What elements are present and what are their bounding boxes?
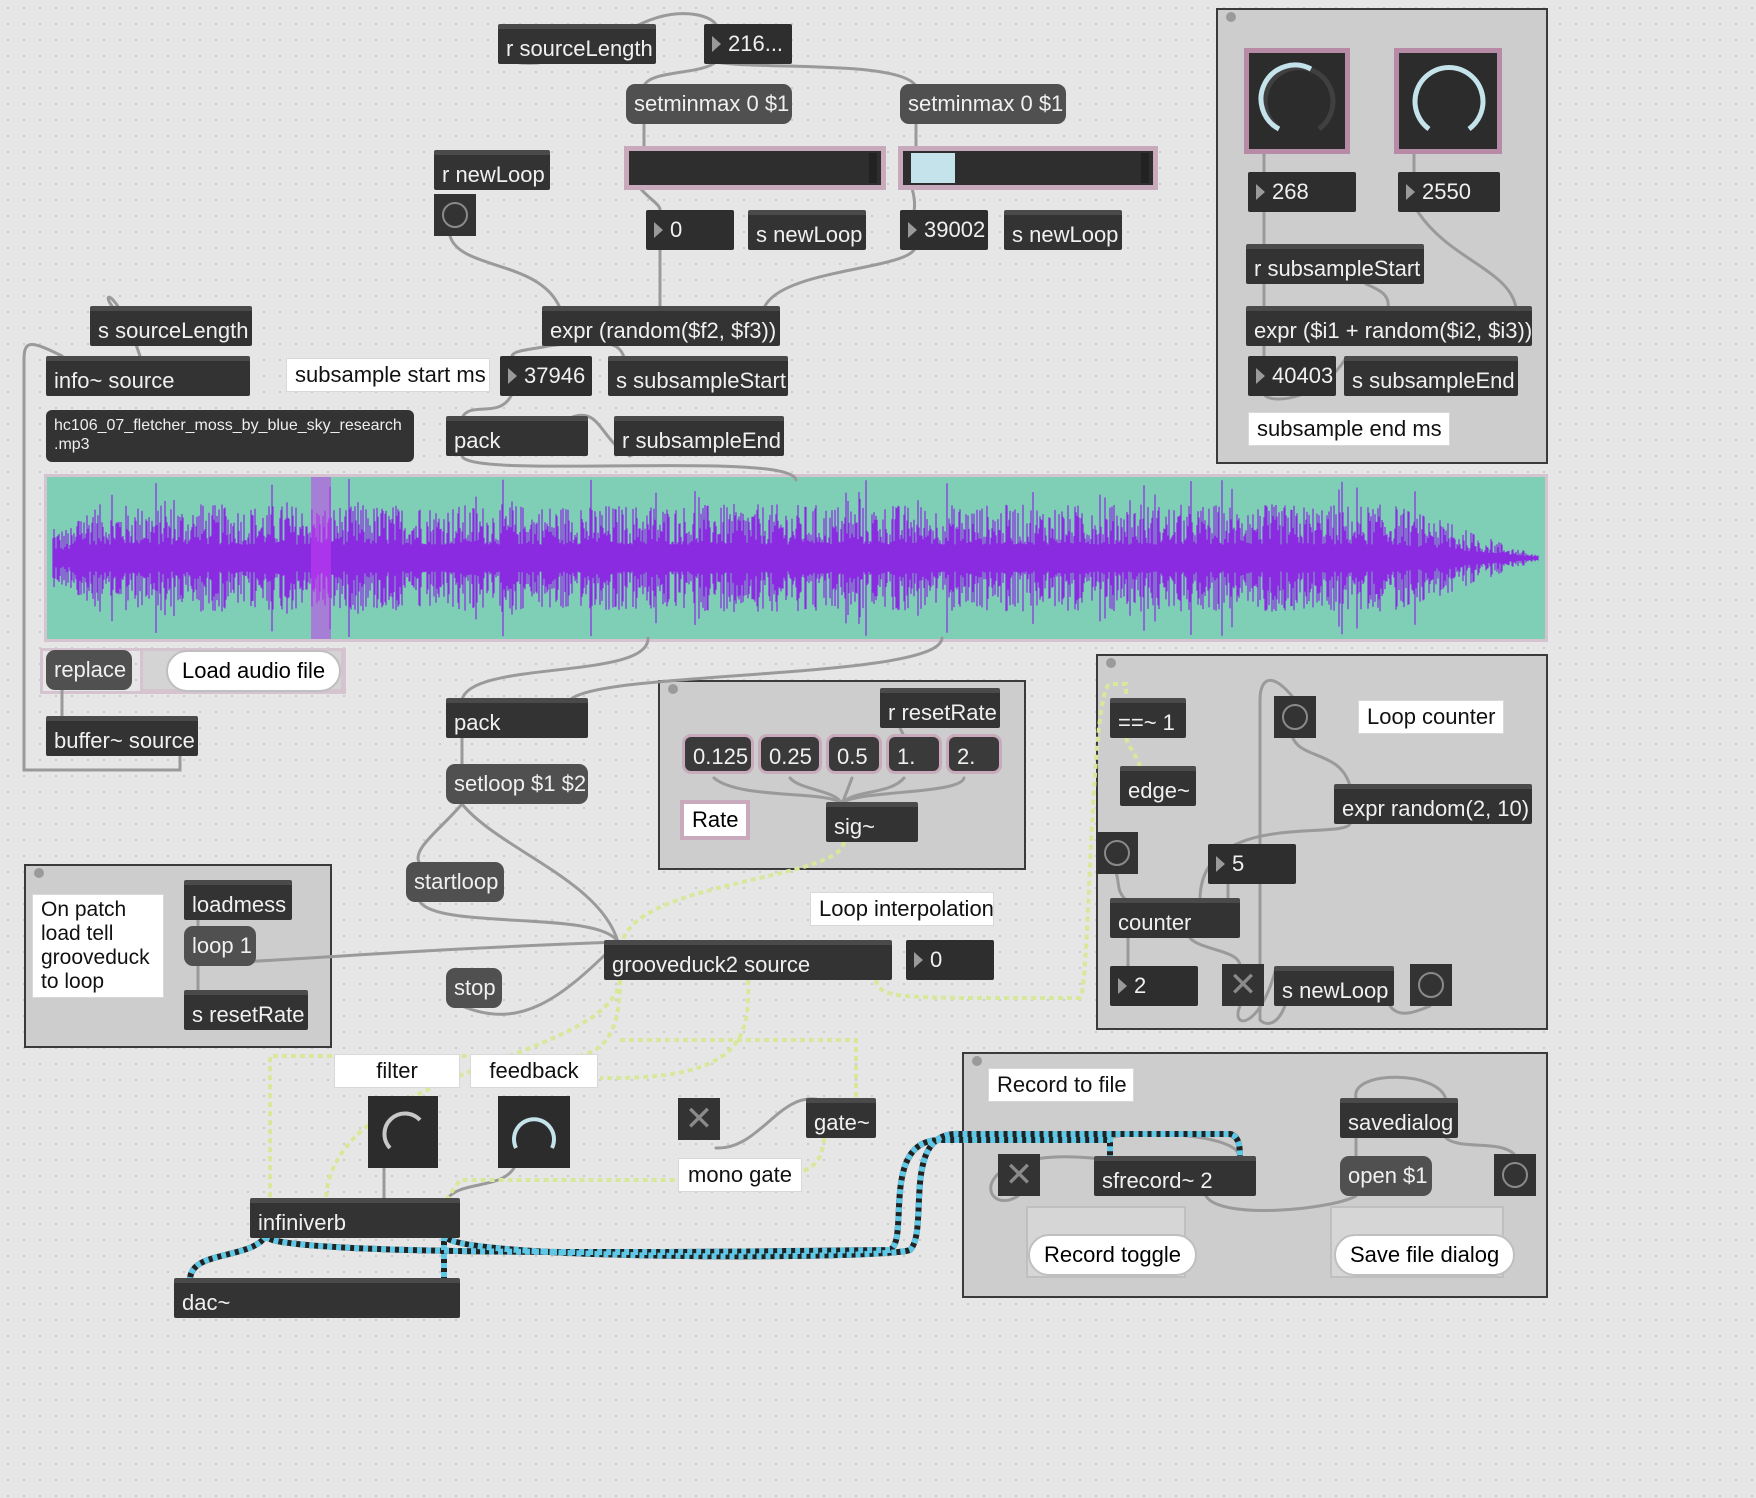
comment-loop-interpolation: Loop interpolation [810,892,994,926]
setminmax-message-2[interactable]: setminmax 0 $1 [900,84,1066,124]
record-toggle[interactable]: ✕ [998,1154,1040,1196]
expr-random-object[interactable]: expr (random($f2, $f3)) [542,306,780,346]
replace-message[interactable]: replace [46,650,132,690]
sig-object[interactable]: sig~ [826,802,918,842]
comment-loop-counter: Loop counter [1358,700,1504,734]
number-40403[interactable]: 40403 [1248,356,1336,396]
subsample-dial-2[interactable] [1394,48,1502,154]
bang-button-savedialog[interactable] [1494,1154,1536,1196]
loop-1-message[interactable]: loop 1 [184,926,256,966]
rate-button-2[interactable]: 2. [946,734,1002,774]
r-sourcelength-object[interactable]: r sourceLength [498,24,656,64]
s-newloop-object-2[interactable]: s newLoop [1004,210,1122,250]
grooveduck-object[interactable]: grooveduck2 source [604,940,892,980]
rate-button-05[interactable]: 0.5 [826,734,882,774]
loadmess-object[interactable]: loadmess [184,880,292,920]
rate-button-025[interactable]: 0.25 [758,734,822,774]
number-2550[interactable]: 2550 [1398,172,1500,212]
comment-subsample-start: subsample start ms [286,358,490,392]
bang-button-counter-top[interactable] [1274,696,1316,738]
hslider-start[interactable] [624,146,886,190]
setminmax-message-1[interactable]: setminmax 0 $1 [626,84,792,124]
rate-button-0125[interactable]: 0.125 [682,734,754,774]
waveform-graphic [52,477,1539,639]
bang-button-edge[interactable] [1096,832,1138,874]
expr-subsample-end-object[interactable]: expr ($i1 + random($i2, $i3)) [1246,306,1532,346]
r-resetrate-object[interactable]: r resetRate [880,688,1000,728]
feedback-label: feedback [470,1054,598,1088]
edge-object[interactable]: edge~ [1120,766,1196,806]
number-39002[interactable]: 39002 [900,210,988,250]
mono-gate-toggle[interactable]: ✕ [678,1098,720,1140]
loop-selection-marker [311,477,331,639]
number-37946[interactable]: 37946 [500,356,592,396]
rate-label: Rate [680,800,751,840]
s-resetrate-object[interactable]: s resetRate [184,990,308,1030]
dial-graphic [1412,65,1486,132]
dial-graphic [512,1117,556,1149]
number-interpolation[interactable]: 0 [906,940,994,980]
startloop-message[interactable]: startloop [406,862,504,902]
feedback-dial[interactable] [498,1096,570,1168]
s-newloop-object-1[interactable]: s newLoop [748,210,866,250]
number-2[interactable]: 2 [1110,966,1198,1006]
eq-object[interactable]: ==~ 1 [1110,698,1186,738]
dial-graphic [1258,62,1336,132]
save-file-dialog-button[interactable]: Save file dialog [1334,1234,1516,1276]
bang-button-counter-bottom[interactable] [1410,964,1452,1006]
pack-object-1[interactable]: pack [446,416,588,456]
comment-subsample-end: subsample end ms [1248,412,1450,446]
s-sourcelength-object[interactable]: s sourceLength [90,306,252,346]
number-268[interactable]: 268 [1248,172,1356,212]
buffer-source-object[interactable]: buffer~ source [46,716,198,756]
hslider-end[interactable] [898,146,1158,190]
savedialog-object[interactable]: savedialog [1340,1098,1458,1138]
info-source-object[interactable]: info~ source [46,356,250,396]
waveform-display[interactable] [44,474,1548,642]
rate-button-1[interactable]: 1. [886,734,942,774]
filter-label: filter [334,1054,460,1088]
counter-toggle[interactable]: ✕ [1222,964,1264,1006]
comment-record-to-file: Record to file [988,1068,1134,1102]
dac-object[interactable]: dac~ [174,1278,460,1318]
number-5[interactable]: 5 [1208,844,1296,884]
number-0[interactable]: 0 [646,210,734,250]
pack-object-2[interactable]: pack [446,698,588,738]
s-subsampleend-object[interactable]: s subsampleEnd [1344,356,1518,396]
s-subsamplestart-object[interactable]: s subsampleStart [608,356,788,396]
record-toggle-button[interactable]: Record toggle [1028,1234,1197,1276]
number-216[interactable]: 216... [704,24,792,64]
infiniverb-object[interactable]: infiniverb [250,1198,460,1238]
s-newloop-object-3[interactable]: s newLoop [1274,966,1394,1006]
dial-graphic [382,1111,422,1150]
open-message[interactable]: open $1 [1340,1156,1432,1196]
audio-file-name: hc106_07_fletcher_moss_by_blue_sky_resea… [46,410,414,462]
filter-dial[interactable] [368,1096,438,1168]
subsample-dial-1[interactable] [1244,48,1350,154]
gate-object[interactable]: gate~ [806,1098,876,1138]
r-subsamplestart-object[interactable]: r subsampleStart [1246,244,1424,284]
counter-object[interactable]: counter [1110,898,1240,938]
r-newloop-object[interactable]: r newLoop [434,150,550,190]
load-audio-file-button[interactable]: Load audio file [166,650,342,692]
comment-on-patch-load: On patch load tell grooveduck to loop [32,894,164,998]
setloop-message[interactable]: setloop $1 $2 [446,764,588,804]
waveform-path [52,479,1539,637]
r-subsampleend-object[interactable]: r subsampleEnd [614,416,784,456]
expr-random-2-10-object[interactable]: expr random(2, 10) [1334,784,1532,824]
bang-button-newloop[interactable] [434,194,476,236]
stop-message[interactable]: stop [446,968,502,1008]
mono-gate-label: mono gate [678,1158,802,1192]
sfrecord-object[interactable]: sfrecord~ 2 [1094,1156,1256,1196]
